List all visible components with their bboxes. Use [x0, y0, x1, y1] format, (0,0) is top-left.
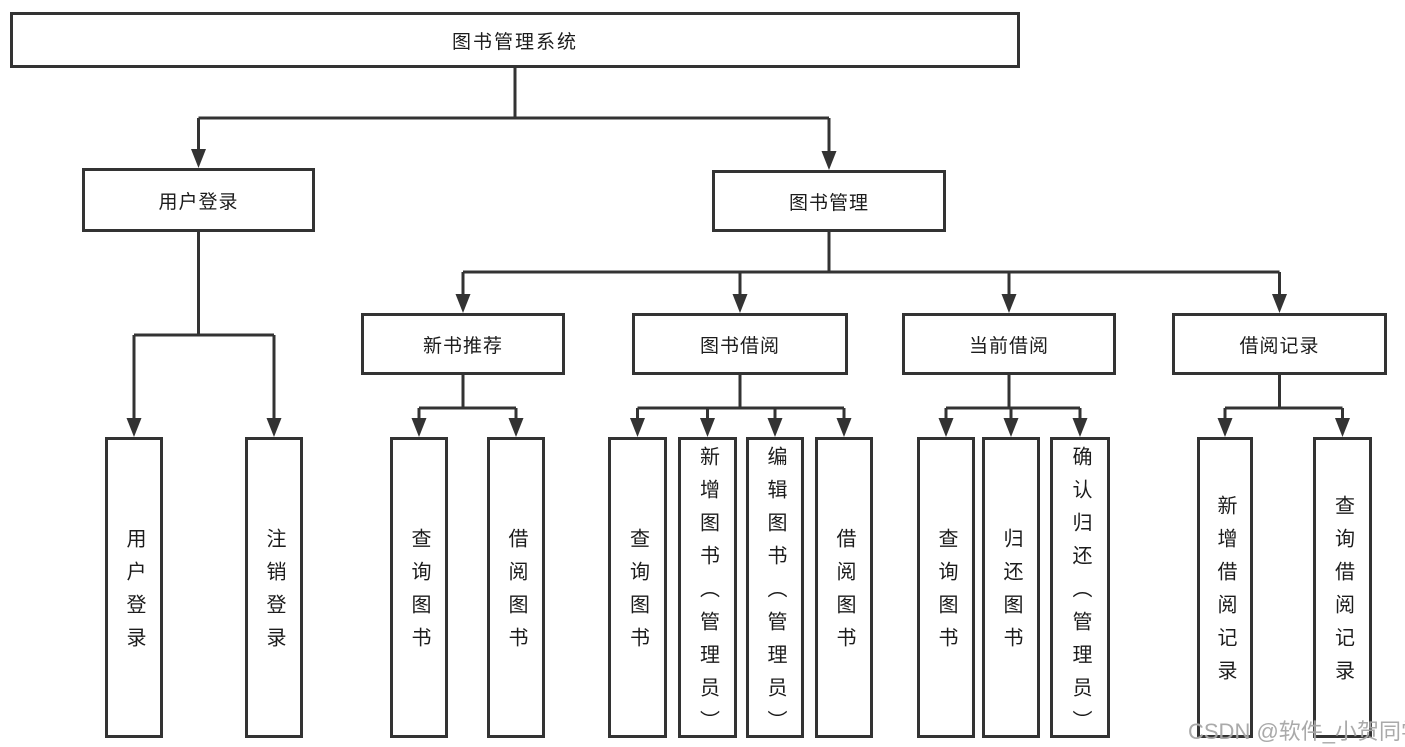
- connector-root: [191, 68, 837, 170]
- connector-new-book-recommend: [411, 375, 524, 437]
- leaf-bb-borrow-books: 借阅图书: [815, 437, 873, 738]
- leaf-nbr-query-books: 查询图书: [390, 437, 448, 738]
- node-label: 新书推荐: [422, 335, 503, 357]
- leaf-user-login: 用户登录: [105, 437, 163, 738]
- node-label: 借阅记录: [1239, 335, 1320, 357]
- node-new-book-recommend: 新书推荐: [361, 313, 565, 375]
- leaf-br-query-record: 查询借阅记录: [1313, 437, 1372, 738]
- connector-user-login: [126, 232, 282, 437]
- node-current-borrowing: 当前借阅: [902, 313, 1116, 375]
- node-label: 图书管理系统: [451, 31, 578, 53]
- node-book-borrowing: 图书借阅: [632, 313, 848, 375]
- connector-current-borrowing: [938, 375, 1088, 437]
- node-label: 编辑图书（管理员）: [764, 445, 786, 743]
- node-label: 查询借阅记录: [1331, 495, 1354, 693]
- node-label: 确认归还（管理员）: [1069, 445, 1091, 743]
- node-label: 新增借阅记录: [1214, 495, 1236, 693]
- leaf-cb-query-books: 查询图书: [917, 437, 975, 738]
- leaf-cb-return-books: 归还图书: [982, 437, 1040, 738]
- node-label: 借阅图书: [505, 528, 527, 660]
- connector-book-borrowing: [630, 375, 852, 437]
- node-label: 新增图书（管理员）: [696, 445, 719, 743]
- node-label: 查询图书: [408, 528, 430, 660]
- node-label: 查询图书: [935, 528, 957, 660]
- leaf-bb-add-books-admin: 新增图书（管理员）: [678, 437, 737, 743]
- node-label: 图书管理: [788, 192, 869, 214]
- node-library-system: 图书管理系统: [10, 12, 1020, 68]
- leaf-bb-query-books: 查询图书: [608, 437, 667, 738]
- node-borrowing-records: 借阅记录: [1172, 313, 1387, 375]
- leaf-logout: 注销登录: [245, 437, 303, 738]
- node-label: 借阅图书: [833, 528, 855, 660]
- node-label: 用户登录: [158, 191, 239, 213]
- connector-book-management: [455, 232, 1287, 313]
- node-book-management: 图书管理: [712, 170, 946, 232]
- node-label: 查询图书: [626, 528, 649, 660]
- node-label: 图书借阅: [699, 335, 780, 357]
- leaf-br-add-record: 新增借阅记录: [1197, 437, 1253, 738]
- node-label: 归还图书: [1000, 528, 1022, 660]
- node-label: 注销登录: [263, 528, 285, 660]
- leaf-bb-edit-books-admin: 编辑图书（管理员）: [746, 437, 804, 743]
- node-user-login-branch: 用户登录: [82, 168, 315, 232]
- leaf-nbr-borrow-books: 借阅图书: [487, 437, 545, 738]
- node-label: 用户登录: [123, 528, 145, 660]
- connector-borrowing-records: [1217, 375, 1350, 437]
- node-label: 当前借阅: [968, 335, 1049, 357]
- leaf-cb-confirm-return-admin: 确认归还（管理员）: [1050, 437, 1110, 743]
